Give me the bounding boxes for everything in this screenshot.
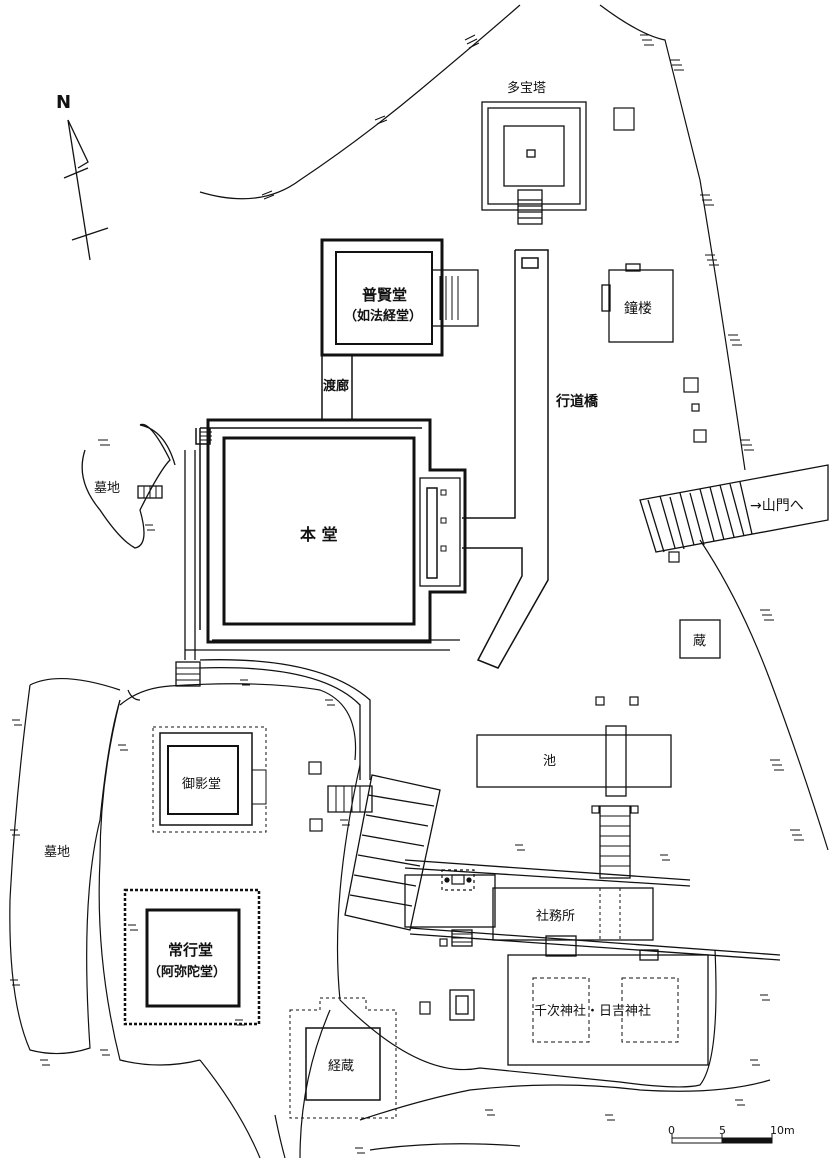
hondo-building <box>185 418 467 651</box>
kyozo-building <box>289 997 397 1119</box>
shamusho-building <box>404 859 781 961</box>
tahoto-building <box>481 101 587 225</box>
shamusho-label: 社務所 <box>536 908 575 924</box>
fugendo-building <box>320 238 479 357</box>
jogyodo-building <box>123 888 261 1026</box>
scale-max: 10m <box>770 1124 795 1137</box>
shoro-building <box>601 263 674 343</box>
walkway <box>175 450 371 780</box>
scale-zero: 0 <box>668 1124 675 1137</box>
ike-label: 池 <box>543 754 556 769</box>
pond-stairs <box>599 805 631 879</box>
gyodobashi-label: 行道橋 <box>555 393 599 410</box>
scale-mid: 5 <box>719 1124 726 1137</box>
bochi-top-area <box>81 423 176 549</box>
ike-pond <box>476 725 672 797</box>
scale-bar <box>671 1134 773 1144</box>
north-label: N <box>56 92 71 113</box>
jogyodo-label: 常行堂 <box>168 941 213 959</box>
shrine-compound <box>449 954 709 1066</box>
fugendo-label: 普賢堂 <box>362 286 407 304</box>
watarirou-label: 渡廊 <box>323 378 349 394</box>
basin <box>441 869 475 891</box>
kyozo-label: 経蔵 <box>328 1059 354 1074</box>
watarirou-corridor <box>321 356 353 420</box>
gyodobashi-bridge <box>462 249 549 669</box>
hondo-label: 本 堂 <box>300 525 338 544</box>
kura-label: 蔵 <box>693 634 706 649</box>
bochi-left-label: 墓地 <box>44 845 70 860</box>
tahoto-stone <box>613 107 635 131</box>
shrine-label: 千次神社・日吉神社 <box>534 1003 651 1019</box>
tahoto-label: 多宝塔 <box>507 80 546 96</box>
contour-lines <box>9 4 829 1159</box>
fugendo-sub-label: （如法経堂） <box>344 308 422 324</box>
mieido-building <box>152 726 267 833</box>
central-stairs <box>327 774 441 931</box>
bochi-top-label: 墓地 <box>94 481 120 496</box>
small-stones <box>308 377 707 1015</box>
north-arrow <box>63 119 109 261</box>
sanmon-label: →山門へ <box>750 498 804 514</box>
kura-building <box>679 619 721 659</box>
mieido-label: 御影堂 <box>182 777 221 792</box>
shoro-label: 鐘楼 <box>624 300 652 317</box>
slope-marks <box>10 34 804 1154</box>
jogyodo-sub-label: （阿弥陀堂） <box>148 964 226 980</box>
sanmon-stairs <box>639 464 829 553</box>
